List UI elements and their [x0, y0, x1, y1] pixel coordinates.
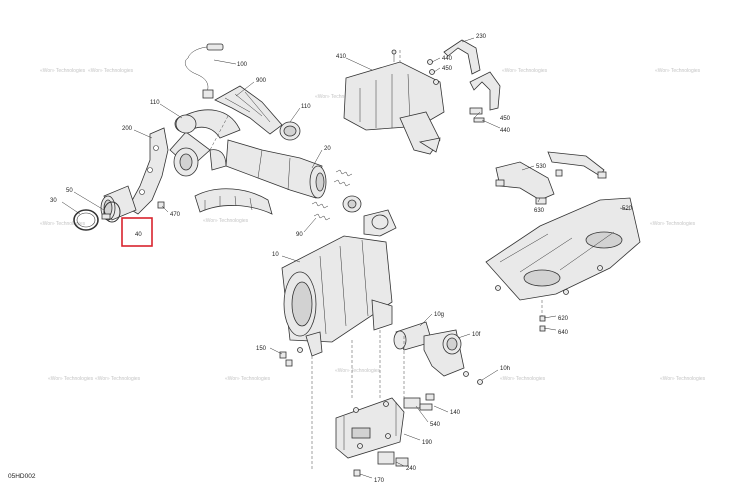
fasteners-150: [279, 347, 303, 367]
watermark: «Wor» Technologies: [225, 376, 271, 382]
callout-label: 100: [237, 62, 248, 68]
callout-label: 10g: [434, 312, 444, 318]
callout-label: 620: [558, 316, 569, 322]
callout-label: 40: [135, 232, 142, 238]
fasteners-440-450: [427, 59, 439, 85]
watermark: «Wor» Technologies: [40, 68, 86, 74]
bracket-190: [335, 397, 405, 459]
leader-lines: [61, 37, 631, 479]
clamp-110: [175, 114, 301, 141]
drawing-code: 05HD002: [8, 473, 36, 480]
watermark: «Wor» Technologies: [203, 218, 249, 224]
callout-label: 470: [170, 212, 181, 218]
watermark: «Wor» Technologies: [502, 68, 548, 74]
brackets-230: [443, 39, 501, 123]
callout-label: 410: [336, 54, 347, 60]
springs-90: [311, 169, 362, 221]
callout-label: 10h: [500, 366, 510, 372]
callout-label: 640: [558, 330, 569, 336]
callout-label: 450: [500, 116, 511, 122]
parts-240-170: [353, 451, 409, 477]
callout-label: 30: [50, 198, 57, 204]
callout-label: 440: [500, 128, 511, 134]
callout-label: 440: [442, 56, 453, 62]
watermark: «Wor» Technologies: [335, 368, 381, 374]
callout-label: 520: [622, 206, 633, 212]
guide-lines: [209, 50, 405, 470]
callout-label: 90: [296, 232, 303, 238]
muffler-410: [343, 49, 445, 155]
callout-label: 230: [476, 34, 487, 40]
callout-label: 50: [66, 188, 73, 194]
clamp-50: [101, 201, 121, 223]
callout-labels: 100 900 110 110 200 20 50 30 40 470 90 4…: [50, 34, 633, 484]
watermark: «Wor» Technologies: [660, 376, 706, 382]
heat-shield-900: [214, 85, 283, 135]
callout-label: 140: [450, 410, 461, 416]
parts-540-140: [403, 393, 435, 411]
mid-pipe: [209, 139, 327, 199]
heat-shield-520: [485, 197, 641, 301]
callout-label: 540: [430, 422, 441, 428]
muffler-10: [281, 209, 397, 357]
callout-label: 240: [406, 466, 417, 472]
callout-label: 900: [256, 78, 267, 84]
watermark: «Wor» Technologies: [500, 376, 546, 382]
watermark: «Wor» Technologies: [40, 221, 86, 227]
watermark: «Wor» Technologies: [95, 376, 141, 382]
watermark: «Wor» Technologies: [650, 221, 696, 227]
callout-label: 170: [374, 478, 385, 484]
bracket-530: [495, 151, 607, 201]
callout-label: 20: [324, 146, 331, 152]
watermark: «Wor» Technologies: [48, 376, 94, 382]
callout-label: 110: [150, 100, 160, 106]
callout-label: 110: [301, 104, 311, 110]
watermark: «Wor» Technologies: [88, 68, 134, 74]
callout-label: 10f: [472, 332, 481, 338]
bracket-200: [127, 127, 169, 215]
nut-470: [157, 201, 165, 209]
watermark: «Wor» Technologies: [315, 94, 361, 100]
oxygen-sensor: [185, 43, 224, 99]
callout-label: 10: [272, 252, 279, 258]
callout-label: 450: [442, 66, 453, 72]
callout-label: 530: [536, 164, 547, 170]
callout-label: 200: [122, 126, 133, 132]
callout-label: 630: [534, 208, 545, 214]
pipe-heat-shield: [194, 188, 273, 215]
callout-label: 150: [256, 346, 267, 352]
watermark: «Wor» Technologies: [655, 68, 701, 74]
tailpipe-10f: [423, 329, 483, 385]
highlight-box-40: [121, 217, 153, 247]
fasteners-620-640: [535, 197, 547, 332]
callout-label: 190: [422, 440, 433, 446]
gasket-30: [73, 209, 99, 231]
